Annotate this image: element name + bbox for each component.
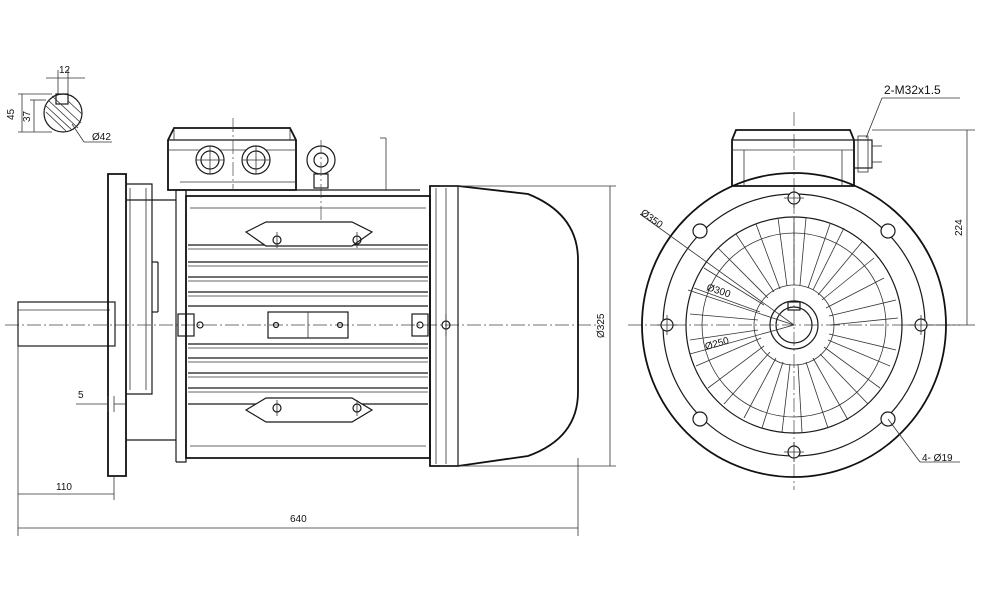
flange-pcd-350-label: Ø350 [638, 208, 665, 232]
flange-spigot-250-label: Ø250 [704, 335, 731, 352]
key-width-label: 12 [59, 65, 71, 76]
height-224-label: 224 [954, 219, 965, 236]
thread-label: 2-M32x1.5 [884, 83, 941, 97]
body-dia-label: Ø325 [596, 313, 607, 338]
bolt-holes-label: 4- Ø19 [922, 453, 953, 464]
key-height-37-label: 37 [22, 110, 33, 122]
overall-length-label: 640 [290, 514, 307, 525]
flange-pcd-300-label: Ø300 [705, 282, 732, 300]
front-view: 2-M32x1.5 224 [628, 83, 975, 490]
key-height-45-label: 45 [6, 108, 17, 120]
shaft-dia-label: Ø42 [92, 132, 111, 143]
flange-thickness-label: 5 [78, 390, 84, 401]
shaft-length-label: 110 [56, 482, 72, 493]
shaft-key-detail: 12 45 37 Ø42 [6, 65, 112, 143]
side-view: Ø325 5 110 640 [5, 118, 616, 536]
